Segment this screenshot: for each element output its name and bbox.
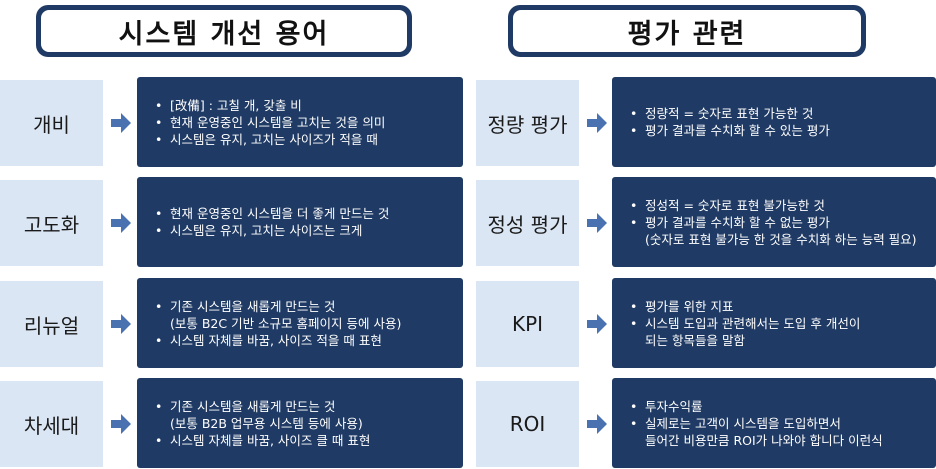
bullet-text: 실제로는 고객이 시스템을 도입하면서 [645,415,841,431]
bullet-item: 평가를 위한 지표 [630,298,924,315]
term-box-right-3: ROI [476,381,579,467]
description-box-left-0: [改備] : 고칠 개, 갖출 비현재 운영중인 시스템을 고치는 것을 의미시… [137,77,463,167]
description-box-right-0: 정량적 = 숫자로 표현 가능한 것평가 결과를 수치화 할 수 있는 평가 [612,77,936,167]
right-arrow-icon [111,212,131,234]
bullet-continuation: 되는 항목들을 말함 [645,332,745,348]
bullet-list: 정량적 = 숫자로 표현 가능한 것평가 결과를 수치화 할 수 있는 평가 [630,105,924,139]
bullet-text: 정량적 = 숫자로 표현 가능한 것 [645,106,814,121]
description-box-left-3: 기존 시스템을 새롭게 만드는 것(보통 B2B 업무용 시스템 등에 사용)시… [137,378,463,468]
term-box-left-3: 차세대 [0,381,103,467]
bullet-text: 시스템 자체를 바꿈, 사이즈 적을 때 표현 [170,332,382,348]
bullet-item: 평가 결과를 수치화 할 수 있는 평가 [630,122,924,139]
bullet-item: 정성적 = 숫자로 표현 불가능한 것 [630,197,924,214]
right-arrow-icon [587,112,607,134]
bullet-text: 기존 시스템을 새롭게 만드는 것 [170,398,336,414]
bullet-item: 평가 결과를 수치화 할 수 없는 평가(숫자로 표현 불가능 한 것을 수치화… [630,214,924,248]
bullet-text: 평가를 위한 지표 [645,298,734,314]
bullet-text: 기존 시스템을 새롭게 만드는 것 [170,298,336,314]
bullet-text: [改備] : 고칠 개, 갖출 비 [170,97,302,113]
description-box-left-1: 현재 운영중인 시스템을 더 좋게 만드는 것시스템은 유지, 고치는 사이즈는… [137,177,463,267]
bullet-item: 기존 시스템을 새롭게 만드는 것(보통 B2C 기반 소규모 홈페이지 등에 … [155,298,451,332]
bullet-item: 시스템 자체를 바꿈, 사이즈 적을 때 표현 [155,332,451,349]
bullet-text: 시스템 도입과 관련해서는 도입 후 개선이 [645,315,861,331]
description-box-left-2: 기존 시스템을 새롭게 만드는 것(보통 B2C 기반 소규모 홈페이지 등에 … [137,278,463,368]
bullet-item: 시스템 자체를 바꿈, 사이즈 클 때 표현 [155,432,451,449]
header-evaluation-related: 평가 관련 [508,5,866,57]
bullet-list: 정성적 = 숫자로 표현 불가능한 것평가 결과를 수치화 할 수 없는 평가(… [630,197,924,248]
right-arrow-icon [587,313,607,335]
term-box-left-0: 개비 [0,80,103,166]
term-box-left-2: 리뉴얼 [0,281,103,367]
bullet-continuation: (보통 B2B 업무용 시스템 등에 사용) [170,415,363,431]
description-box-right-1: 정성적 = 숫자로 표현 불가능한 것평가 결과를 수치화 할 수 없는 평가(… [612,177,936,267]
bullet-continuation: 들어간 비용만큼 ROI가 나와야 합니다 이런식 [645,432,883,448]
bullet-text: 평가 결과를 수치화 할 수 있는 평가 [645,123,830,138]
bullet-text: 시스템 자체를 바꿈, 사이즈 클 때 표현 [170,432,371,448]
term-box-right-1: 정성 평가 [476,180,579,266]
bullet-text: 시스템은 유지, 고치는 사이즈가 적을 때 [170,131,378,147]
bullet-item: 현재 운영중인 시스템을 고치는 것을 의미 [155,114,451,131]
right-arrow-icon [111,313,131,335]
header-system-improvement-terms: 시스템 개선 용어 [36,5,412,57]
right-arrow-icon [111,112,131,134]
bullet-item: 시스템은 유지, 고치는 사이즈가 적을 때 [155,131,451,148]
bullet-item: [改備] : 고칠 개, 갖출 비 [155,97,451,114]
header-left-title: 시스템 개선 용어 [41,10,407,52]
bullet-continuation: (보통 B2C 기반 소규모 홈페이지 등에 사용) [170,315,402,331]
bullet-text: 투자수익률 [645,398,703,414]
bullet-item: 현재 운영중인 시스템을 더 좋게 만드는 것 [155,205,451,222]
bullet-item: 정량적 = 숫자로 표현 가능한 것 [630,105,924,122]
bullet-list: 기존 시스템을 새롭게 만드는 것(보통 B2B 업무용 시스템 등에 사용)시… [155,398,451,449]
term-box-left-1: 고도화 [0,180,103,266]
right-arrow-icon [111,413,131,435]
bullet-item: 시스템은 유지, 고치는 사이즈는 크게 [155,222,451,239]
bullet-text: 시스템은 유지, 고치는 사이즈는 크게 [170,223,363,238]
bullet-text: 현재 운영중인 시스템을 고치는 것을 의미 [170,114,386,130]
bullet-continuation: (숫자로 표현 불가능 한 것을 수치화 하는 능력 필요) [645,231,917,247]
right-arrow-icon [587,212,607,234]
bullet-text: 평가 결과를 수치화 할 수 없는 평가 [645,214,830,230]
bullet-text: 현재 운영중인 시스템을 더 좋게 만드는 것 [170,206,390,221]
bullet-text: 정성적 = 숫자로 표현 불가능한 것 [645,197,825,213]
bullet-list: 현재 운영중인 시스템을 더 좋게 만드는 것시스템은 유지, 고치는 사이즈는… [155,205,451,239]
bullet-list: 기존 시스템을 새롭게 만드는 것(보통 B2C 기반 소규모 홈페이지 등에 … [155,298,451,349]
header-right-title: 평가 관련 [513,10,861,52]
bullet-list: [改備] : 고칠 개, 갖출 비현재 운영중인 시스템을 고치는 것을 의미시… [155,97,451,148]
right-arrow-icon [587,413,607,435]
bullet-item: 투자수익률 [630,398,924,415]
term-box-right-2: KPI [476,281,579,367]
term-box-right-0: 정량 평가 [476,80,579,166]
bullet-item: 기존 시스템을 새롭게 만드는 것(보통 B2B 업무용 시스템 등에 사용) [155,398,451,432]
